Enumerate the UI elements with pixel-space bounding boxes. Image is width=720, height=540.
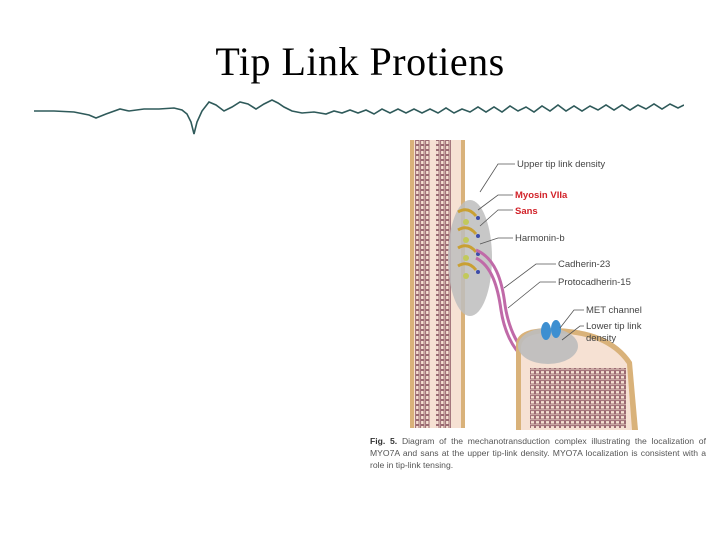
figure-caption: Fig. 5. Diagram of the mechanotransducti… <box>370 435 706 471</box>
label-cadherin-23: Cadherin-23 <box>558 259 610 270</box>
decorative-squiggle-rule <box>34 99 684 135</box>
label-upper-tip-link-density: Upper tip link density <box>517 159 605 170</box>
label-protocadherin-15: Protocadherin-15 <box>558 277 631 288</box>
label-lower-tip-link: Lower tip link <box>586 321 642 332</box>
caption-text: Diagram of the mechanotransduction compl… <box>370 436 706 470</box>
met-channel-icon <box>541 320 561 340</box>
label-leader-lines <box>477 163 584 341</box>
label-myosin-viia: Myosin VIIa <box>515 190 568 201</box>
label-sans: Sans <box>515 206 538 217</box>
slide-title: Tip Link Protiens <box>215 39 505 84</box>
caption-label: Fig. 5. <box>370 436 398 446</box>
myosin-complex-cluster <box>457 208 480 279</box>
label-harmonin-b: Harmonin-b <box>515 233 565 244</box>
short-stereocilium <box>516 328 638 430</box>
label-lower-density: density <box>586 333 616 344</box>
mechanotransduction-diagram: Upper tip link density Myosin VIIa Sans … <box>410 140 642 430</box>
label-met-channel: MET channel <box>586 305 642 316</box>
